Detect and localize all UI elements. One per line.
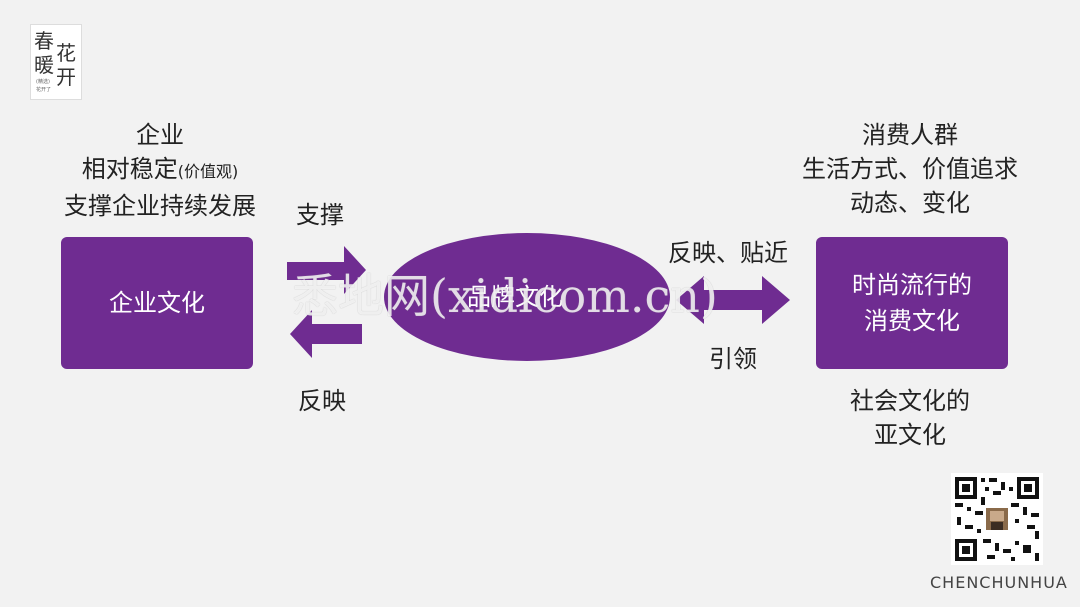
subculture-line1: 社会文化的: [850, 387, 970, 415]
fashion-culture-box: 时尚流行的 消费文化: [816, 237, 1008, 369]
logo-small-text: 花开了: [36, 87, 52, 93]
left-title: 企业: [136, 121, 184, 149]
logo-char: 开: [56, 65, 76, 89]
subculture-line2: 亚文化: [874, 421, 946, 449]
reflect-approach-label: 反映、贴近: [668, 239, 788, 267]
logo: 春 暖 花 开 (精选) 花开了: [30, 24, 82, 100]
left-stability-main: 相对稳定: [81, 155, 178, 183]
enterprise-culture-box: 企业文化: [61, 237, 253, 369]
logo-char: 暖: [34, 53, 54, 77]
right-description: 消费人群 生活方式、价值追求 动态、变化: [780, 118, 1040, 220]
left-support-line: 支撑企业持续发展: [64, 192, 256, 220]
right-dynamic: 动态、变化: [850, 189, 970, 217]
enterprise-culture-label: 企业文化: [109, 289, 205, 317]
reflect-arrow: [290, 310, 362, 358]
logo-char: 春: [34, 29, 54, 53]
subculture-description: 社会文化的 亚文化: [810, 384, 1010, 452]
fashion-culture-line2: 消费文化: [864, 307, 960, 335]
lead-label: 引领: [709, 345, 757, 373]
double-arrow: [676, 276, 790, 324]
support-label: 支撑: [296, 201, 344, 229]
support-arrow: [287, 246, 366, 294]
brand-name: CHENCHUNHUA: [930, 573, 1068, 592]
reflect-label: 反映: [298, 387, 346, 415]
left-description: 企业 相对稳定(价值观) 支撑企业持续发展: [40, 118, 280, 223]
logo-char: 花: [56, 41, 76, 65]
right-title: 消费人群: [862, 121, 958, 149]
right-lifestyle: 生活方式、价值追求: [802, 155, 1018, 183]
left-stability: 相对稳定(价值观): [40, 152, 280, 189]
logo-small-text: (精选): [36, 79, 50, 85]
fashion-culture-line1: 时尚流行的: [852, 271, 972, 299]
qr-code: [951, 473, 1043, 565]
brand-culture-label: 品牌文化: [467, 283, 563, 311]
brand-culture-ellipse: [384, 233, 670, 361]
watermark: 悉地网(xidicom.cn): [292, 269, 718, 323]
left-stability-note: (价值观): [177, 162, 239, 181]
qr-code-graphic: [951, 473, 1043, 565]
